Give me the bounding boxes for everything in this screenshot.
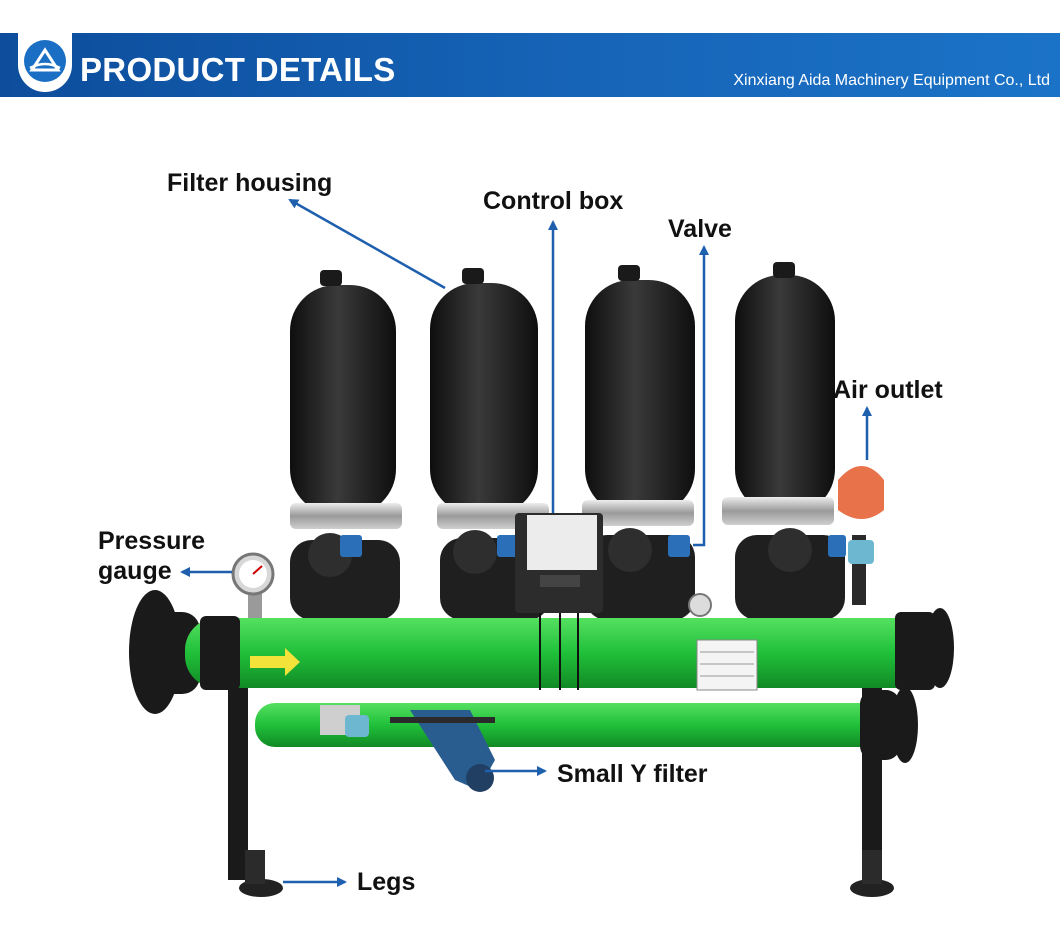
aida-logo-icon: [24, 40, 66, 82]
label-air-outlet: Air outlet: [833, 376, 943, 404]
secondary-gauge: [688, 593, 712, 617]
filter-housings: [290, 262, 835, 529]
label-filter-housing: Filter housing: [167, 169, 333, 197]
control-box: [515, 513, 603, 690]
company-name: Xinxiang Aida Machinery Equipment Co., L…: [733, 72, 1050, 89]
solenoid-valves: [340, 535, 846, 557]
label-valve: Valve: [668, 215, 732, 243]
page-title: PRODUCT DETAILS: [80, 51, 396, 88]
callout-arrows: [180, 198, 872, 887]
label-legs: Legs: [357, 868, 416, 896]
filter-valve-bodies: [290, 528, 845, 620]
logo-tab: [18, 18, 72, 92]
main-manifold-pipe: [129, 590, 954, 714]
label-control-box: Control box: [483, 187, 624, 215]
label-small-y-filter: Small Y filter: [557, 760, 708, 788]
label-pressure-gauge-line2: gauge: [98, 557, 172, 585]
air-outlet-valve: [838, 466, 884, 605]
pressure-gauge: [231, 552, 275, 618]
small-y-filter: [320, 705, 495, 792]
header-banner: [0, 33, 1060, 97]
label-pressure-gauge-line1: Pressure: [98, 527, 206, 555]
